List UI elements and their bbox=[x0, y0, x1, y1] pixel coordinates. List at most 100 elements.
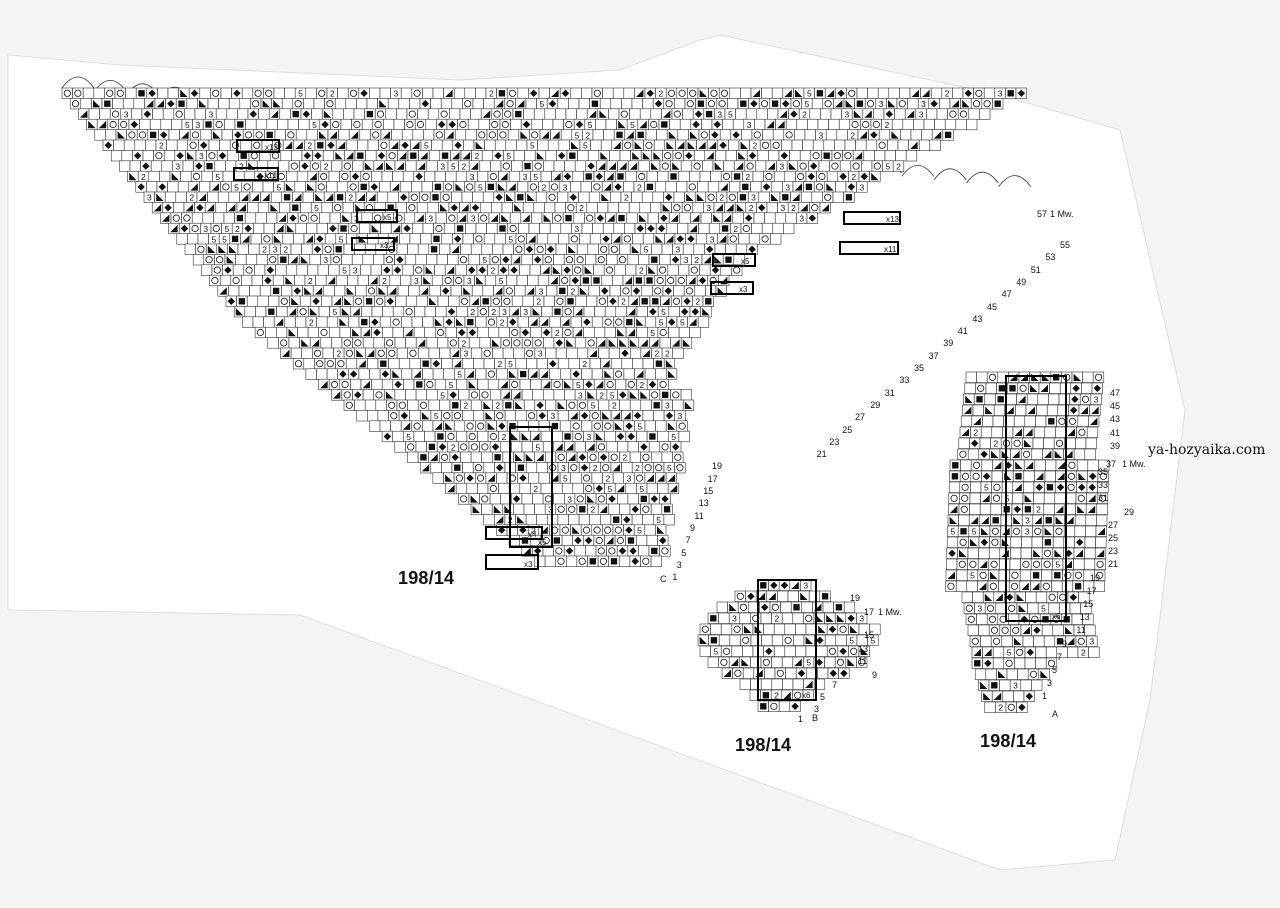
grid-cell bbox=[1003, 657, 1015, 669]
grid-cell bbox=[551, 378, 563, 391]
decrease-symbol bbox=[579, 287, 588, 295]
row-number-label: 39 bbox=[943, 338, 954, 349]
grid-cell bbox=[206, 150, 218, 162]
grid-cell bbox=[751, 129, 763, 141]
yarn-over-symbol bbox=[212, 89, 220, 97]
yarn-over-symbol bbox=[574, 432, 582, 441]
yarn-over-symbol bbox=[627, 380, 635, 389]
yarn-over-symbol bbox=[435, 131, 443, 139]
grid-cell bbox=[957, 448, 969, 460]
grid-cell bbox=[1085, 525, 1097, 537]
grid-cell bbox=[460, 451, 472, 463]
yarn-over-symbol bbox=[742, 224, 750, 233]
grid-cell bbox=[324, 98, 336, 110]
grid-cell bbox=[813, 181, 826, 193]
decrease-symbol bbox=[430, 453, 438, 462]
grid-cell bbox=[357, 139, 369, 151]
grid-cell bbox=[424, 326, 436, 339]
grid-cell bbox=[557, 410, 569, 422]
decrease-symbol bbox=[368, 193, 376, 202]
yarn-over-symbol bbox=[873, 162, 881, 170]
yarn-over-symbol bbox=[700, 131, 708, 139]
numeral-symbol: 2 bbox=[665, 349, 670, 359]
decrease-symbol bbox=[627, 328, 636, 337]
grid-cell bbox=[458, 493, 470, 505]
grid-cell bbox=[585, 254, 597, 266]
grid-cell bbox=[744, 160, 756, 172]
row-number-label: 5 bbox=[681, 547, 687, 558]
yarn-over-symbol bbox=[398, 401, 406, 409]
decrease-symbol bbox=[532, 432, 540, 441]
yarn-over-symbol bbox=[1019, 384, 1027, 392]
grid-cell bbox=[570, 181, 582, 193]
decrease-symbol bbox=[626, 131, 634, 139]
diamond-symbol bbox=[454, 141, 462, 150]
grid-cell bbox=[465, 129, 477, 141]
grid-cell bbox=[616, 254, 629, 266]
grid-cell bbox=[876, 139, 888, 151]
grid-cell bbox=[296, 264, 308, 276]
square-symbol bbox=[1007, 90, 1014, 97]
decrease-symbol bbox=[284, 141, 293, 150]
diamond-symbol bbox=[839, 172, 847, 181]
decrease-symbol bbox=[1027, 406, 1036, 415]
decrease-symbol bbox=[595, 380, 604, 389]
decrease-symbol bbox=[859, 131, 868, 139]
numeral-symbol: 3 bbox=[203, 224, 208, 234]
grid-cell bbox=[305, 87, 317, 99]
grid-cell bbox=[830, 108, 842, 120]
yarn-over-symbol bbox=[734, 669, 742, 677]
grid-cell bbox=[578, 98, 590, 110]
grid-cell bbox=[329, 326, 341, 339]
grid-cell bbox=[1085, 437, 1097, 449]
decrease-symbol bbox=[304, 287, 312, 295]
square-symbol bbox=[793, 604, 800, 611]
grid-cell bbox=[828, 118, 840, 131]
decrease-symbol bbox=[606, 536, 614, 545]
grid-cell bbox=[825, 129, 838, 141]
yarn-over-symbol bbox=[595, 536, 603, 545]
square-symbol bbox=[499, 225, 506, 232]
decrease-symbol bbox=[227, 203, 236, 212]
grid-cell bbox=[489, 254, 501, 266]
grid-cell bbox=[636, 534, 648, 547]
grid-cell bbox=[957, 536, 969, 548]
diamond-symbol bbox=[510, 266, 518, 274]
numeral-symbol: 3 bbox=[799, 213, 804, 223]
grid-cell bbox=[946, 558, 958, 570]
decrease-symbol bbox=[392, 370, 400, 378]
grid-cell bbox=[123, 139, 136, 151]
grid-cell bbox=[809, 202, 821, 214]
grid-cell bbox=[623, 87, 635, 99]
diamond-symbol bbox=[453, 235, 462, 243]
grid-cell bbox=[437, 337, 449, 349]
grid-cell bbox=[1046, 591, 1058, 603]
diamond-symbol bbox=[664, 193, 673, 202]
grid-cell bbox=[1088, 646, 1100, 658]
yarn-over-symbol bbox=[614, 526, 622, 534]
grid-cell bbox=[433, 129, 445, 141]
yarn-over-symbol bbox=[1016, 648, 1024, 656]
decrease-symbol bbox=[997, 670, 1006, 679]
row-number-label: 15 bbox=[864, 630, 875, 640]
decrease-symbol bbox=[371, 224, 380, 233]
grid-cell bbox=[646, 170, 658, 183]
decrease-symbol bbox=[323, 110, 332, 118]
yarn-over-symbol bbox=[175, 110, 183, 118]
diamond-symbol bbox=[614, 183, 622, 191]
grid-cell bbox=[545, 150, 557, 162]
grid-cell bbox=[449, 108, 461, 120]
grid-cell bbox=[564, 160, 576, 172]
yarn-over-symbol bbox=[385, 256, 393, 264]
grid-cell bbox=[1031, 679, 1043, 691]
yarn-over-symbol bbox=[453, 412, 461, 420]
grid-cell bbox=[366, 98, 378, 110]
grid-cell bbox=[855, 139, 867, 151]
square-symbol bbox=[1032, 572, 1040, 579]
row-number-label: 25 bbox=[842, 424, 853, 435]
square-symbol bbox=[454, 464, 461, 471]
decrease-symbol bbox=[500, 380, 508, 389]
scallop-edge bbox=[61, 76, 95, 89]
grid-cell bbox=[1030, 558, 1043, 570]
